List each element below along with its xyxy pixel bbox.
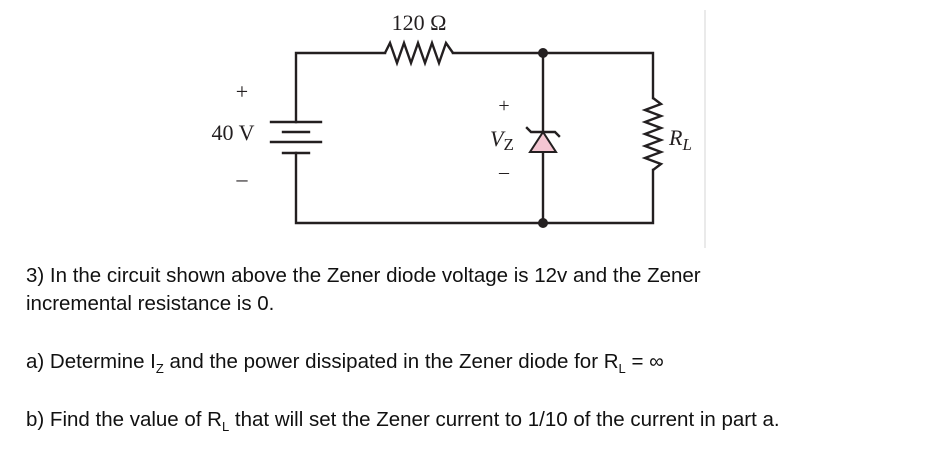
wires xyxy=(294,51,655,225)
junction-bottom xyxy=(538,218,548,228)
zener-voltage-label: VZ xyxy=(490,126,514,154)
zener-minus-label: – xyxy=(498,161,510,183)
load-symbol: R xyxy=(668,125,683,150)
problem-part-a: a) Determine IZ and the power dissipated… xyxy=(26,348,664,376)
part-a-prefix: a) Determine I xyxy=(26,350,156,373)
zener-triangle xyxy=(528,130,558,153)
part-b-sub-l: L xyxy=(222,419,230,434)
source-minus-label: – xyxy=(236,166,249,191)
part-a-sub-z: Z xyxy=(155,361,164,376)
zener-plus-label: + xyxy=(498,95,509,117)
wire-left-top xyxy=(294,51,387,124)
load-resistor xyxy=(641,97,665,171)
part-b-prefix: b) Find the value of R xyxy=(26,408,222,431)
load-resistor-label: RL xyxy=(668,125,692,154)
problem-intro-line1: 3) In the circuit shown above the Zener … xyxy=(26,264,701,287)
zener-diode xyxy=(525,126,561,153)
wire-right-bottom xyxy=(294,151,655,225)
problem-statement: 3) In the circuit shown above the Zener … xyxy=(26,262,701,318)
zener-voltage-subscript: Z xyxy=(503,135,513,154)
series-resistor xyxy=(383,39,454,67)
zener-voltage-symbol: V xyxy=(490,126,506,151)
series-resistor-label: 120 Ω xyxy=(392,10,447,35)
circuit-diagram: 120 Ω + 40 V – + VZ – RL xyxy=(212,10,706,248)
junction-top xyxy=(538,48,548,58)
part-a-sub-l: L xyxy=(618,361,626,376)
source-plus-label: + xyxy=(236,79,248,104)
wire-top-right xyxy=(451,51,655,100)
problem-part-b: b) Find the value of RL that will set th… xyxy=(26,406,780,434)
battery-symbol xyxy=(269,120,323,155)
zener-bar xyxy=(525,126,561,138)
part-a-suffix: = ∞ xyxy=(625,350,664,373)
part-a-middle: and the power dissipated in the Zener di… xyxy=(163,350,619,373)
problem-intro-line2: incremental resistance is 0. xyxy=(26,292,275,315)
load-subscript: L xyxy=(681,135,691,154)
part-b-suffix: that will set the Zener current to 1/10 … xyxy=(229,408,780,431)
source-voltage-label: 40 V xyxy=(212,120,255,145)
